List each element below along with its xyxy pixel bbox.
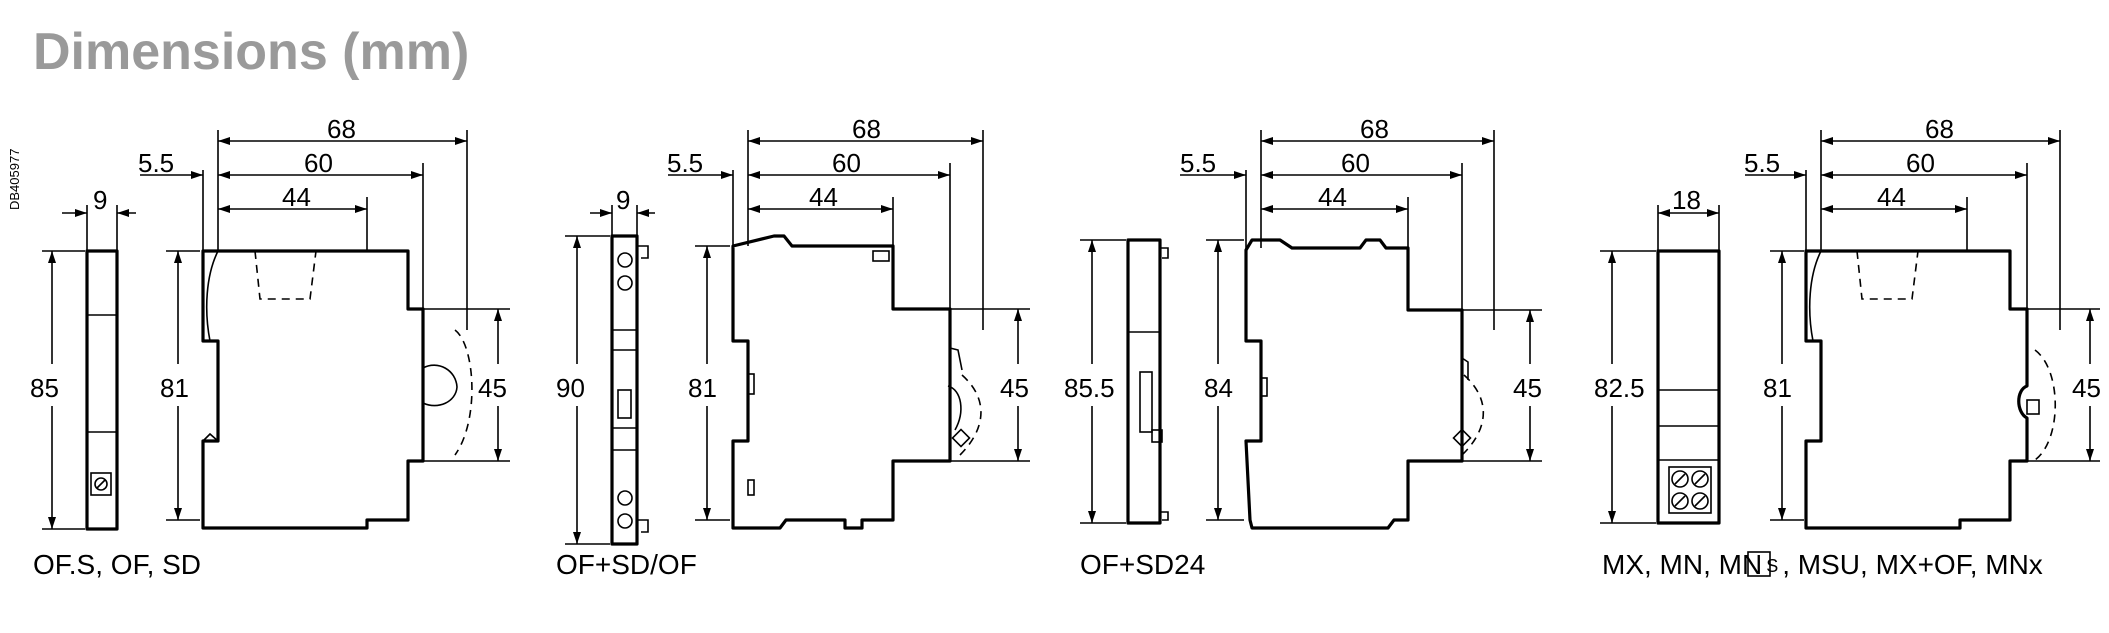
- caption-part: , MSU, MX+OF, MNx: [1782, 549, 2043, 580]
- dimension-side-height: 90: [556, 373, 585, 403]
- dimension-front-face-height: 45: [478, 373, 507, 403]
- front-view: 68 60 44 5.5 84: [1180, 114, 1542, 530]
- dimension-overall-length: 68: [852, 114, 881, 144]
- dimension-front-length: 44: [282, 182, 311, 212]
- dimension-side-height: 85: [30, 373, 59, 403]
- front-view: 68 60 44 5.5 81: [138, 114, 510, 530]
- dimension-body-length: 60: [1906, 148, 1935, 178]
- reference-code: DB405977: [7, 149, 22, 210]
- dimension-front-offset: 5.5: [667, 148, 703, 178]
- dimension-front-height: 81: [160, 373, 189, 403]
- caption: OF+SD/OF: [556, 549, 697, 580]
- caption-boxed-symbol: S: [1766, 556, 1778, 576]
- drawing-mx-mn: 18 82.5 68: [1594, 114, 2101, 580]
- dimension-front-height: 81: [688, 373, 717, 403]
- drawing-of-s-of-sd: 9 85 68: [30, 114, 510, 580]
- dimension-side-width: 18: [1672, 185, 1701, 215]
- dimension-front-offset: 5.5: [138, 148, 174, 178]
- dimension-front-length: 44: [1318, 182, 1347, 212]
- dimension-side-width: 9: [616, 185, 630, 215]
- dimension-front-face-height: 45: [1513, 373, 1542, 403]
- dimension-front-height: 81: [1763, 373, 1792, 403]
- caption-symbol-box: [1747, 551, 1771, 577]
- dimension-side-height: 82.5: [1594, 373, 1645, 403]
- dimension-side-width: 9: [93, 185, 107, 215]
- dimension-overall-length: 68: [327, 114, 356, 144]
- dimension-overall-length: 68: [1925, 114, 1954, 144]
- dimension-front-length: 44: [1877, 182, 1906, 212]
- side-view: 9 90: [556, 185, 655, 546]
- caption: OF.S, OF, SD: [33, 549, 201, 580]
- caption: OF+SD24: [1080, 549, 1205, 580]
- drawing-of-sd24: 85.5 68 60 44: [1064, 114, 1542, 580]
- dimension-body-length: 60: [304, 148, 333, 178]
- side-view: 18 82.5: [1594, 185, 1721, 525]
- page-title: Dimensions (mm): [33, 23, 470, 81]
- side-view: 9 85: [30, 185, 136, 531]
- dimension-body-length: 60: [832, 148, 861, 178]
- dimension-side-height: 85.5: [1064, 373, 1115, 403]
- dimension-front-offset: 5.5: [1744, 148, 1780, 178]
- caption-part: MX, MN, MN: [1602, 549, 1762, 580]
- dimension-front-face-height: 45: [1000, 373, 1029, 403]
- dimension-front-height: 84: [1204, 373, 1233, 403]
- side-view: 85.5: [1064, 238, 1169, 525]
- dimension-overall-length: 68: [1360, 114, 1389, 144]
- front-view: 68 60 44 5.5 81: [667, 114, 1030, 530]
- drawing-of-sd-of: 9 90: [556, 114, 1030, 580]
- dimension-body-length: 60: [1341, 148, 1370, 178]
- dimension-front-length: 44: [809, 182, 838, 212]
- front-view: 68 60 44 5.5 81: [1744, 114, 2101, 530]
- dimension-front-face-height: 45: [2072, 373, 2101, 403]
- dimension-front-offset: 5.5: [1180, 148, 1216, 178]
